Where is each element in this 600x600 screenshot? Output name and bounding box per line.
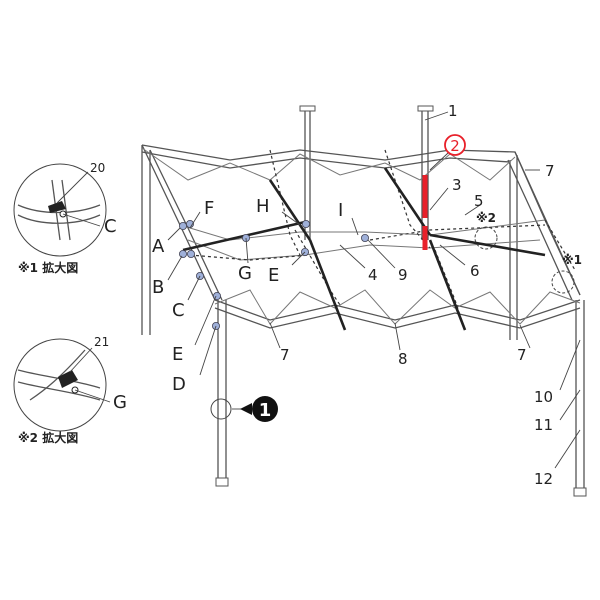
ref-mark-2: ※2 bbox=[476, 211, 496, 225]
inset-bottom: 21 G ※2 拡大図 bbox=[13, 335, 127, 445]
truss-bars bbox=[182, 167, 546, 331]
num-7-right-top: 7 bbox=[545, 162, 555, 180]
circled-2-text: 2 bbox=[450, 137, 460, 155]
leader-lines bbox=[167, 111, 581, 469]
num-5: 5 bbox=[474, 192, 484, 210]
label-I: I bbox=[338, 200, 343, 221]
ref-markers: ※2 ※1 bbox=[476, 211, 582, 267]
leg-callout-circle bbox=[210, 398, 232, 420]
num-7-right: 7 bbox=[517, 346, 527, 364]
ref-circle-1 bbox=[551, 270, 575, 294]
circled-1-marker: 1 bbox=[240, 396, 278, 422]
label-E-center: E bbox=[268, 265, 279, 286]
inset-bottom-label: G bbox=[113, 392, 127, 413]
num-8: 8 bbox=[398, 350, 408, 368]
ref-circle-2 bbox=[474, 226, 498, 250]
label-E-left: E bbox=[172, 344, 183, 365]
label-F: F bbox=[204, 198, 214, 219]
label-C: C bbox=[172, 300, 185, 321]
label-A: A bbox=[152, 236, 165, 257]
circled-2-marker: 2 bbox=[444, 134, 466, 156]
joints bbox=[178, 219, 369, 330]
inset-bottom-part: 21 bbox=[94, 335, 109, 349]
num-4: 4 bbox=[368, 266, 378, 284]
inset-top-part: 20 bbox=[90, 161, 105, 175]
circled-1-text: 1 bbox=[259, 400, 272, 421]
frame-structure bbox=[141, 105, 587, 497]
inset-top: 20 C ※1 拡大図 bbox=[13, 161, 117, 275]
inset-bottom-caption: ※2 拡大図 bbox=[18, 430, 78, 445]
num-3: 3 bbox=[452, 176, 462, 194]
inset-top-label: C bbox=[104, 216, 117, 237]
inset-top-caption: ※1 拡大図 bbox=[18, 260, 78, 275]
num-11: 11 bbox=[534, 416, 553, 434]
num-9: 9 bbox=[398, 266, 408, 284]
label-B: B bbox=[152, 277, 164, 298]
label-H: H bbox=[256, 196, 270, 217]
number-labels: 1 3 5 7 4 9 6 7 8 7 10 11 12 bbox=[280, 102, 555, 488]
letter-labels: F A B C E D G H E I bbox=[152, 196, 343, 395]
num-7-left: 7 bbox=[280, 346, 290, 364]
ref-mark-1: ※1 bbox=[562, 253, 582, 267]
label-G: G bbox=[238, 263, 252, 284]
num-12: 12 bbox=[534, 470, 553, 488]
num-10: 10 bbox=[534, 388, 553, 406]
label-D: D bbox=[172, 374, 186, 395]
num-1: 1 bbox=[448, 102, 458, 120]
num-6: 6 bbox=[470, 262, 480, 280]
